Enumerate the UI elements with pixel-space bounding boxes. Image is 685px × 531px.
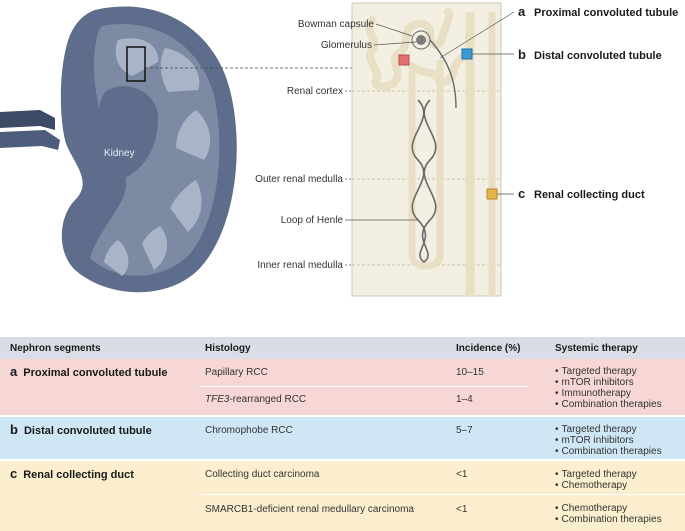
zoom-box [126, 46, 146, 82]
row-divider [200, 386, 528, 387]
histology-collecting-duct-carcinoma: Collecting duct carcinoma [205, 469, 320, 480]
tfe3-gene: TFE3 [205, 394, 230, 405]
therapy-item: Combination therapies [555, 446, 662, 457]
incidence-papillary-rcc: 10–15 [456, 367, 484, 378]
label-glomerulus: Glomerulus [321, 40, 372, 51]
marker-c [486, 188, 498, 200]
label-bowman-capsule: Bowman capsule [298, 19, 375, 30]
row-divider [200, 494, 685, 495]
marker-b [461, 48, 473, 60]
segment-cell-b: b Distal convoluted tubule [10, 422, 152, 437]
renal-vessels [0, 110, 60, 150]
row-segment-c: Renal collecting duct [23, 469, 134, 481]
row-letter-b: b [10, 422, 18, 437]
header-systemic-therapy: Systemic therapy [555, 343, 638, 354]
row-letter-a: a [10, 364, 18, 379]
label-inner-renal-medulla: Inner renal medulla [257, 260, 343, 271]
therapy-item: Targeted therapy [555, 424, 662, 435]
table-row-a: a Proximal convoluted tubule Papillary RC… [0, 359, 685, 415]
marker-a [398, 54, 410, 66]
histology-tfe3-rcc: TFE3-rearranged RCC [205, 394, 307, 405]
segment-labels: a Proximal convoluted tubule b Distal co… [439, 4, 678, 201]
row-letter-c: c [10, 466, 18, 481]
incidence-smarcb1-rmc: <1 [456, 504, 468, 515]
therapy-item: Immunotherapy [555, 388, 662, 399]
incidence-collecting-duct-carcinoma: <1 [456, 469, 468, 480]
segment-name-b: Distal convoluted tubule [534, 50, 662, 62]
row-segment-b: Distal convoluted tubule [23, 425, 152, 437]
therapy-item: Targeted therapy [555, 469, 637, 480]
structure-labels: Bowman capsule Glomerulus Renal cortex O… [255, 19, 418, 271]
kidney-label: Kidney [104, 148, 135, 159]
therapy-list-a: Targeted therapy mTOR inhibitors Immunot… [555, 366, 662, 410]
kidney-illustration: Kidney [60, 6, 237, 293]
segment-letter-b: b [518, 47, 526, 62]
table-row-b: b Distal convoluted tubule Chromophobe RC… [0, 417, 685, 459]
label-loop-of-henle: Loop of Henle [281, 215, 344, 226]
nephron-panel [351, 2, 502, 297]
therapy-item: Chemotherapy [555, 480, 637, 491]
segment-letter-c: c [518, 186, 525, 201]
therapy-list-b: Targeted therapy mTOR inhibitors Combina… [555, 424, 662, 457]
histology-chromophobe-rcc: Chromophobe RCC [205, 425, 293, 436]
header-nephron-segments: Nephron segments [10, 343, 101, 354]
therapy-item: mTOR inhibitors [555, 435, 662, 446]
segment-cell-a: a Proximal convoluted tubule [10, 364, 167, 379]
therapy-item: Combination therapies [555, 399, 662, 410]
histology-smarcb1-rmc: SMARCB1-deficient renal medullary carcin… [205, 504, 414, 515]
nephron-diagram: Kidney Bowman capsule Glomerulus Renal c [0, 2, 678, 297]
therapy-item: Chemotherapy [555, 503, 662, 514]
header-histology: Histology [205, 343, 251, 354]
therapy-list-c1: Targeted therapy Chemotherapy [555, 469, 637, 491]
therapy-item: Targeted therapy [555, 366, 662, 377]
incidence-chromophobe-rcc: 5–7 [456, 425, 473, 436]
therapy-item: Combination therapies [555, 514, 662, 525]
table-row-c: c Renal collecting duct Collecting duct c… [0, 461, 685, 531]
therapy-item: mTOR inhibitors [555, 377, 662, 388]
table-header: Nephron segments Histology Incidence (%)… [0, 337, 685, 359]
segment-letter-a: a [518, 4, 526, 19]
incidence-tfe3-rcc: 1–4 [456, 394, 473, 405]
label-renal-cortex: Renal cortex [287, 86, 343, 97]
header-incidence: Incidence (%) [456, 343, 521, 354]
segment-name-a: Proximal convoluted tubule [534, 7, 678, 19]
therapy-list-c2: Chemotherapy Combination therapies [555, 503, 662, 525]
segment-cell-c: c Renal collecting duct [10, 466, 134, 481]
row-segment-a: Proximal convoluted tubule [23, 367, 168, 379]
segment-name-c: Renal collecting duct [534, 189, 645, 201]
histology-papillary-rcc: Papillary RCC [205, 367, 268, 378]
label-outer-renal-medulla: Outer renal medulla [255, 174, 343, 185]
